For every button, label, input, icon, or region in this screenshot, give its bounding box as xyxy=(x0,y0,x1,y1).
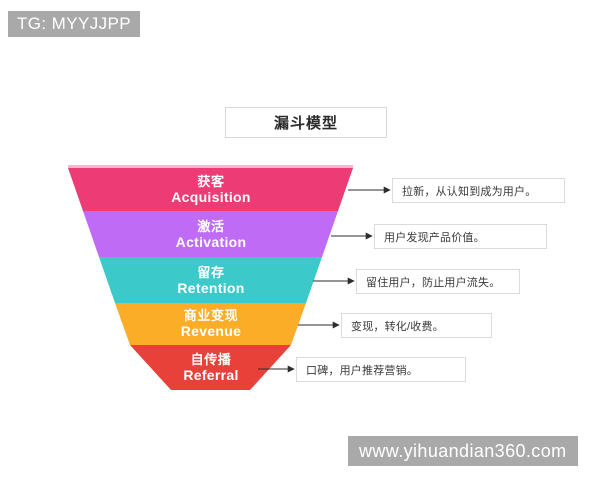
note-box-retention: 留住用户，防止用户流失。 xyxy=(356,269,520,294)
note-box-acquisition: 拉新，从认知到成为用户。 xyxy=(392,178,565,203)
funnel-segment-acquisition[interactable] xyxy=(68,168,353,211)
watermark-top: TG: MYYJJPP xyxy=(8,11,140,37)
funnel-segment-revenue[interactable] xyxy=(115,303,306,345)
note-box-revenue: 变现，转化/收费。 xyxy=(341,313,492,338)
funnel-segment-retention[interactable] xyxy=(99,257,322,303)
page-title: 漏斗模型 xyxy=(273,115,338,132)
note-box-activation: 用户发现产品价值。 xyxy=(374,224,547,249)
diagram-title-box: 漏斗模型 xyxy=(225,107,387,138)
note-box-referral: 口碑，用户推荐营销。 xyxy=(296,357,466,382)
funnel-segment-activation[interactable] xyxy=(83,211,338,257)
watermark-bottom: www.yihuandian360.com xyxy=(348,436,578,466)
funnel-segment-referral[interactable] xyxy=(130,345,291,390)
